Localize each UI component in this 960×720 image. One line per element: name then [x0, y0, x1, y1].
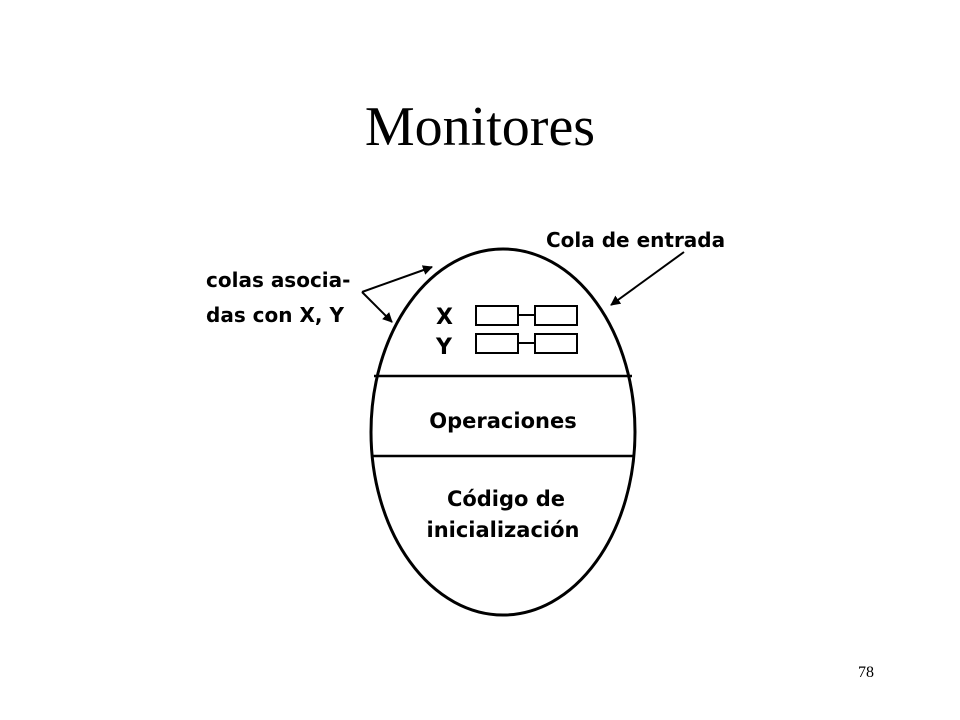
slide-title: Monitores — [364, 96, 596, 158]
queue-x-slot-1 — [475, 305, 519, 326]
queue-y-slot-1 — [475, 333, 519, 354]
condition-x-label: X — [436, 305, 453, 330]
monitor-oval — [369, 247, 637, 617]
entry-queue-label: Cola de entrada — [546, 228, 725, 252]
section-operations-label: Operaciones — [429, 409, 576, 433]
condition-y-label: Y — [435, 335, 453, 360]
associated-queues-arrow-lower — [361, 291, 393, 323]
queue-x-slot-2 — [534, 305, 578, 326]
page-number: 78 — [858, 664, 874, 681]
queue-y-slot-2 — [534, 333, 578, 354]
associated-queues-label-line1: colas asocia- — [206, 268, 350, 292]
section-init-label-line1: Código de — [447, 487, 565, 511]
associated-queues-arrow-upper — [361, 265, 433, 293]
associated-queues-label-line2: das con X, Y — [206, 303, 344, 327]
section-init-label-line2: inicialización — [427, 518, 580, 542]
entry-queue-arrow — [610, 251, 685, 306]
